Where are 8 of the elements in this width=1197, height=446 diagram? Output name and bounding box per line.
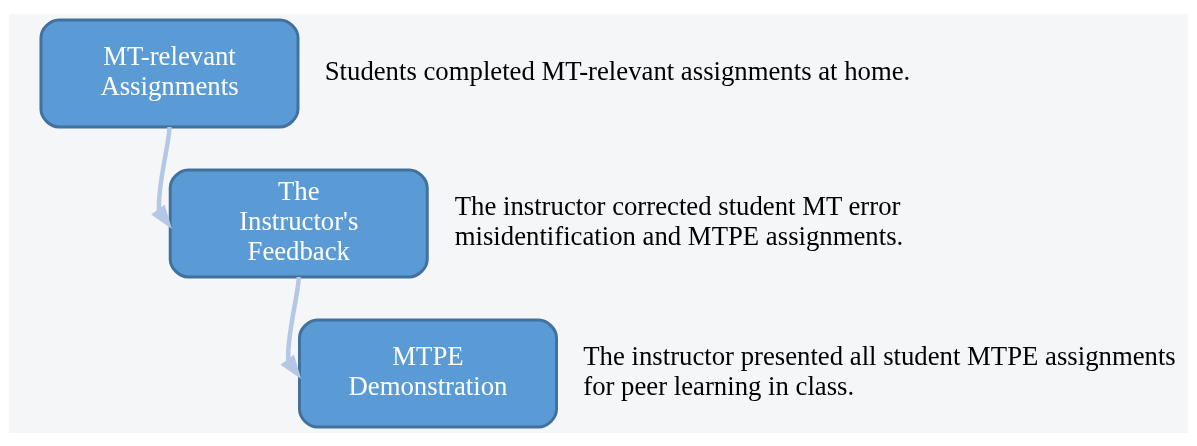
arrow (151, 126, 172, 229)
node-box: MT-relevant Assignments (39, 17, 300, 128)
node-label: The instructor corrected student MT error misidentification and MTPE assignments. (454, 190, 904, 251)
arrow (280, 276, 302, 379)
node-box: MTPE Demonstration (298, 318, 558, 429)
node-box: The Instructor's Feedback (168, 168, 429, 278)
node-label: Students completed MT-relevant assignments at home. (324, 55, 911, 86)
node-label: The instructor presented all student MTPE assignments for peer learning in class. (583, 340, 1176, 401)
